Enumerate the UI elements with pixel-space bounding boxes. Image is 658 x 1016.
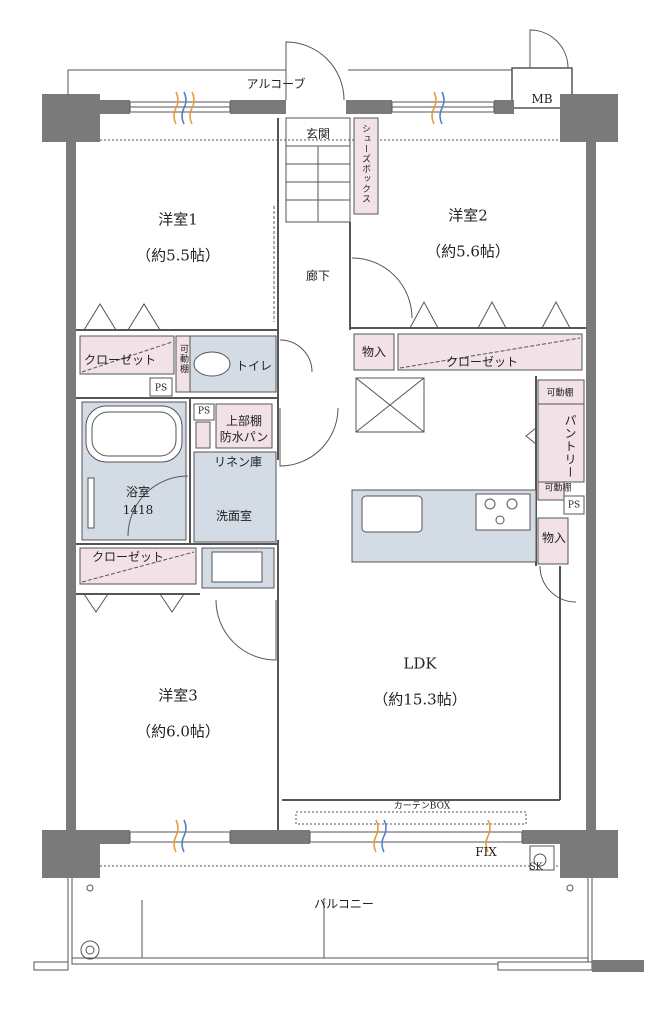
toilet-shelf-label: 可動棚 xyxy=(178,344,188,374)
closet2-door-marks xyxy=(409,300,571,329)
sk-label: SK xyxy=(529,862,543,873)
storage2-door xyxy=(539,565,577,603)
ps1-box xyxy=(149,377,173,397)
room1-name: 洋室1 xyxy=(158,210,198,229)
bath-handrail xyxy=(87,477,95,529)
linen-label: リネン庫 xyxy=(213,455,263,469)
balcony-wall-right xyxy=(592,960,644,972)
washroom-door xyxy=(279,407,339,467)
waterproof-pan xyxy=(215,403,273,449)
adj-shelf2-box xyxy=(537,481,565,501)
entrance-door xyxy=(285,41,345,101)
ldk-size: （約15.3帖） xyxy=(373,690,467,709)
adj-shelf1-box xyxy=(537,379,585,405)
burner2 xyxy=(506,498,518,510)
shoe-box-label: シューズボックス xyxy=(360,124,370,204)
drain-outer xyxy=(80,940,100,960)
closet1-door-marks xyxy=(83,303,161,331)
toilet-label: トイレ xyxy=(235,359,273,373)
room3-size: （約6.0帖） xyxy=(136,722,220,741)
curtain-box-label: カーテンBOX xyxy=(393,801,451,812)
entrance-label: 玄関 xyxy=(305,127,331,141)
alcove-label: アルコーブ xyxy=(246,77,306,91)
mb-door xyxy=(529,29,569,69)
cooktop xyxy=(475,493,531,531)
pantry-door xyxy=(525,427,537,445)
kitchen-upper-cabinet xyxy=(355,377,425,433)
drain-inner xyxy=(85,945,95,955)
balcony-edge-left xyxy=(33,961,69,971)
bath-name: 浴室 xyxy=(125,485,151,499)
shoe-box xyxy=(353,117,379,215)
ldk-name: LDK xyxy=(403,654,437,673)
closet2-label: クローゼット xyxy=(445,355,519,369)
upper-shelf-label: 上部棚 xyxy=(225,414,263,428)
storage1-label: 物入 xyxy=(361,345,387,359)
closet3-door-marks xyxy=(83,593,185,613)
bottom-windows xyxy=(100,811,560,867)
room2-name: 洋室2 xyxy=(448,206,488,225)
room3-name: 洋室3 xyxy=(158,686,198,705)
waterproof-pan-label: 防水パン xyxy=(219,430,269,444)
closet3 xyxy=(79,547,197,585)
entrance-steps xyxy=(285,117,351,223)
mb-label: MB xyxy=(531,92,553,106)
bathtub xyxy=(85,405,183,463)
ps3-box xyxy=(563,495,585,515)
fix-label: FIX xyxy=(475,845,497,859)
closet2 xyxy=(397,333,583,371)
closet3-label: クローゼット xyxy=(91,550,165,564)
ps2-label: PS xyxy=(197,406,211,417)
toilet-door xyxy=(279,339,313,373)
burner1 xyxy=(484,498,496,510)
kitchen-sink xyxy=(361,495,423,533)
washroom-label: 洗面室 xyxy=(215,509,253,523)
room2-size: （約5.6帖） xyxy=(426,242,510,261)
bath-size: 1418 xyxy=(122,503,154,517)
washbasin xyxy=(211,551,263,583)
storage1 xyxy=(353,333,395,371)
linen-shelf xyxy=(195,421,211,449)
room1-size: （約5.5帖） xyxy=(136,246,220,265)
bath-door xyxy=(127,475,189,537)
toilet-bowl xyxy=(193,351,231,377)
exterior-walls xyxy=(42,94,618,878)
storage2-box xyxy=(537,517,569,565)
balcony-edge-right xyxy=(497,961,593,971)
adj-shelf1-label: 可動棚 xyxy=(546,388,574,399)
adj-shelf2-label: 可動棚 xyxy=(544,483,572,494)
balcony-post-left xyxy=(86,884,94,892)
sk-basin xyxy=(533,853,547,867)
closet1-label: クローゼット xyxy=(83,353,157,367)
bathtub-inner xyxy=(91,411,177,457)
pantry-box xyxy=(537,403,585,483)
balcony-outline xyxy=(67,878,593,965)
airflow-marks xyxy=(173,91,491,853)
washroom xyxy=(193,451,277,543)
mb-box xyxy=(511,67,573,109)
interior-walls xyxy=(76,118,586,830)
room3-door xyxy=(215,599,277,661)
pantry-label: パントリー xyxy=(563,414,577,479)
ps1-label: PS xyxy=(154,383,168,394)
ps2-box xyxy=(193,403,215,421)
ps3-label: PS xyxy=(567,500,581,511)
balcony-post-right xyxy=(566,884,574,892)
balcony-label: バルコニー xyxy=(314,897,374,911)
hallway-label: 廊下 xyxy=(305,269,331,283)
burner3 xyxy=(495,515,505,525)
storage2-label: 物入 xyxy=(541,531,567,545)
room2-door xyxy=(351,257,413,319)
